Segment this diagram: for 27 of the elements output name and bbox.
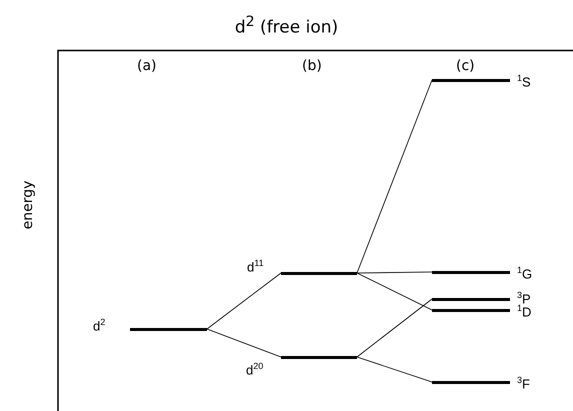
connector-line <box>206 272 282 330</box>
level-label: $^{1}$S <box>517 72 531 90</box>
energy-level-bar <box>432 78 510 82</box>
axis-label: energy <box>20 180 37 232</box>
energy-level-bar <box>432 380 510 384</box>
connector-line <box>356 80 432 274</box>
energy-level-bar <box>432 270 510 274</box>
level-label: $^{1}$D <box>517 303 532 320</box>
level-label: $^{1}$G <box>517 264 532 282</box>
connector-line <box>356 356 432 382</box>
connector-line <box>356 272 432 274</box>
energy-level-bar <box>432 298 510 300</box>
diagram-title: d$^{2}$ (free ion) <box>234 14 340 38</box>
energy-level-bar <box>130 328 207 330</box>
level-label: d$^{20}$ <box>246 360 264 378</box>
column-label: (a) <box>137 58 157 74</box>
energy-level-bar <box>281 356 357 358</box>
column-label: (b) <box>302 58 322 74</box>
level-label: d$^{2}$ <box>93 316 106 334</box>
energy-level-bar <box>281 272 357 274</box>
energy-level-bar <box>432 308 510 312</box>
level-label: d$^{11}$ <box>247 257 264 274</box>
column-label: (c) <box>456 58 475 74</box>
level-label: $^{3}$F <box>517 374 530 392</box>
connector-line <box>356 298 432 358</box>
connector-line <box>206 328 282 358</box>
connector-line <box>356 272 432 310</box>
